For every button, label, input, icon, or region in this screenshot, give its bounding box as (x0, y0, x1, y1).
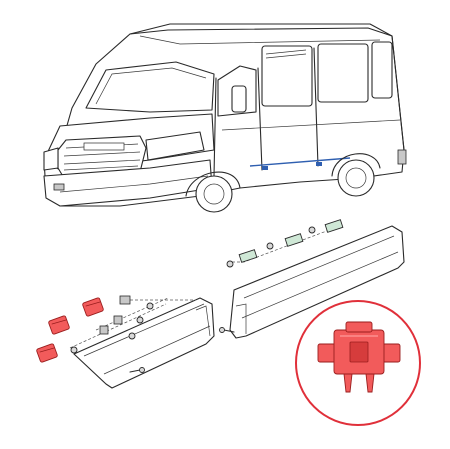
end-screw (223, 329, 235, 333)
bumper-line (59, 175, 209, 193)
red-clip-1 (82, 297, 104, 317)
moulding-top-edge (243, 235, 395, 299)
side-mirror (231, 85, 247, 113)
short-fastener-5 (136, 316, 144, 324)
fastener-1 (226, 260, 234, 268)
short-moulding-crease (103, 325, 211, 375)
retainer-clip-1 (238, 249, 258, 263)
red-clip-2 (48, 315, 70, 335)
short-screw (129, 369, 141, 373)
short-guide-line-1 (69, 303, 167, 349)
rear-edge (391, 35, 405, 151)
clip-center-slot (349, 341, 369, 363)
rear-wheel-arch (331, 153, 381, 177)
front-wheel-hub (203, 183, 225, 205)
headlight-right (145, 131, 205, 161)
window-glare (265, 49, 307, 59)
moulding-panel-long (229, 225, 405, 339)
fog-light (53, 183, 65, 191)
rear-side-moulding (219, 219, 405, 339)
moulding-mark-1 (262, 166, 268, 170)
short-moulding-end-cap (195, 305, 211, 337)
short-moulding-top-edge (83, 303, 205, 357)
short-guide-line-2 (95, 297, 169, 331)
retainer-clip-2 (284, 233, 304, 247)
short-fastener-6 (128, 332, 136, 340)
fastener-3 (308, 226, 316, 234)
grille-badge (83, 142, 125, 151)
body-crease (221, 119, 401, 131)
highlighted-clips (36, 297, 104, 363)
clip-detail-callout (295, 300, 421, 426)
rear-light (397, 149, 407, 165)
rear-wheel-hub (345, 167, 367, 189)
headlight-left (43, 147, 59, 171)
sliding-door-seam (313, 47, 319, 167)
side-window-rear (371, 41, 393, 99)
front-wheel (195, 175, 233, 213)
clip-wing-left (317, 343, 337, 363)
rear-wheel (337, 159, 375, 197)
moulding-mark-2 (316, 162, 322, 166)
end-screw-head (219, 327, 225, 333)
side-window-middle (317, 43, 369, 103)
roof-ridge (139, 35, 381, 45)
van-side-moulding (249, 157, 351, 167)
clip-top-tab (345, 321, 373, 333)
moulding-crease (241, 251, 399, 319)
clip-leg-left (343, 373, 353, 393)
front-bumper (43, 159, 213, 207)
moulding-panel-short (73, 297, 215, 389)
clip-leg-right (365, 373, 375, 393)
roof-line (129, 27, 393, 37)
moulding-end-cap (235, 303, 247, 334)
windshield-reflection (95, 67, 207, 105)
clip-wing-right (381, 343, 401, 363)
detail-clip-icon (317, 321, 401, 393)
fastener-guide-line (232, 225, 341, 263)
windshield (85, 61, 215, 113)
fastener-2 (266, 242, 274, 250)
retainer-clip-3 (324, 219, 344, 233)
short-fastener-2 (113, 315, 123, 325)
door-seam-cab (257, 67, 263, 171)
short-fastener-7 (70, 346, 78, 354)
front-side-moulding (36, 295, 215, 389)
front-wheel-arch (185, 171, 241, 197)
door-seam-front (213, 77, 217, 177)
short-fastener-4 (146, 302, 154, 310)
side-window-front (261, 45, 313, 107)
short-screw-head (139, 367, 145, 373)
short-fastener-1 (119, 295, 131, 305)
red-clip-ridges (39, 301, 101, 353)
van-illustration (43, 23, 407, 213)
red-clip-3 (36, 343, 58, 363)
short-fastener-3 (99, 325, 109, 335)
